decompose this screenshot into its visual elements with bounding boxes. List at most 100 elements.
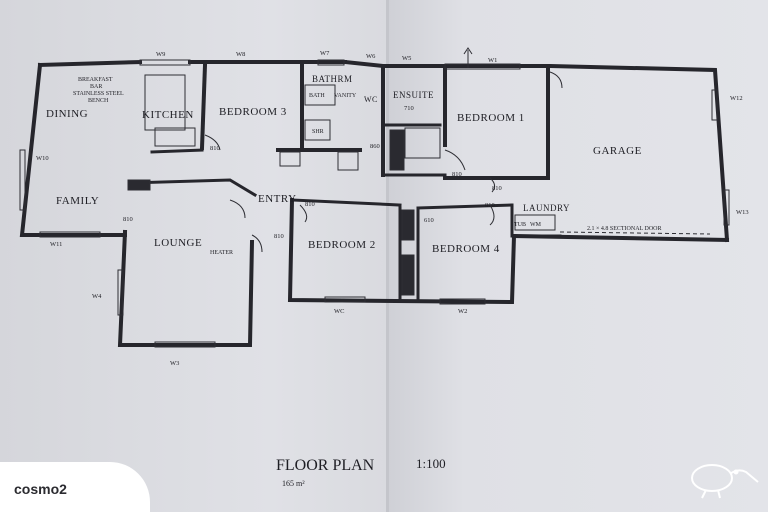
label-wc: WC bbox=[364, 95, 378, 104]
door-bed3 bbox=[204, 134, 221, 151]
window-w4 bbox=[117, 269, 124, 316]
kitchen-bench bbox=[144, 74, 186, 131]
note-wm: WM bbox=[530, 222, 542, 228]
walls bbox=[19, 59, 730, 347]
door-swings bbox=[204, 71, 563, 253]
label-bathroom: BATHRM bbox=[312, 74, 353, 84]
mark-w4: W4 bbox=[92, 293, 102, 300]
paper-fold-line bbox=[386, 0, 389, 512]
robe-bed2 bbox=[401, 209, 415, 241]
mark-w8: W8 bbox=[236, 51, 245, 58]
paper-right-page bbox=[388, 0, 768, 512]
wall-top-bed1-garage bbox=[381, 64, 730, 243]
window-w2 bbox=[439, 298, 486, 305]
mark-w6: W6 bbox=[366, 53, 376, 60]
robe-bed1 bbox=[389, 129, 405, 171]
window-bed1 bbox=[444, 63, 521, 70]
mark-door-robe: 610 bbox=[424, 217, 434, 224]
note-vanity: VANITY bbox=[334, 93, 357, 99]
mark-w7: W7 bbox=[320, 50, 330, 57]
window-w7 bbox=[317, 59, 345, 66]
door-front bbox=[251, 234, 263, 253]
window-w9 bbox=[139, 59, 191, 66]
mark-w13: W13 bbox=[736, 209, 749, 216]
garage-sectional-door-line bbox=[559, 231, 711, 235]
note-heater: HEATER bbox=[210, 250, 233, 256]
kitchen-island bbox=[154, 127, 196, 147]
mark-w1: W1 bbox=[488, 57, 497, 64]
plan-scale: 1:100 bbox=[416, 456, 446, 471]
note-bar: BAR bbox=[90, 84, 102, 90]
door-garage-access bbox=[489, 177, 496, 193]
plan-subtitle: 165 m² bbox=[282, 479, 305, 488]
mark-w3: W3 bbox=[170, 360, 179, 367]
note-bath: BATH bbox=[309, 93, 325, 99]
wall-bed2-north bbox=[290, 198, 402, 207]
mark-w2: W2 bbox=[458, 308, 467, 315]
label-bedroom-2: BEDROOM 2 bbox=[308, 239, 376, 251]
wall-top-dining bbox=[37, 59, 143, 68]
kiwi-bird-logo-icon bbox=[691, 464, 759, 499]
window-w12 bbox=[711, 89, 718, 121]
door-bed1 bbox=[444, 149, 466, 171]
label-bedroom-4: BEDROOM 4 bbox=[432, 243, 500, 255]
mark-door-garage: 810 bbox=[492, 185, 502, 192]
label-laundry: LAUNDRY bbox=[523, 203, 570, 213]
note-shower: SHR bbox=[312, 129, 324, 135]
note-sectional-door: 2.1 × 4.8 SECTIONAL DOOR bbox=[587, 226, 662, 232]
mark-door-ensuite: 710 bbox=[404, 105, 414, 112]
door-bed4 bbox=[489, 204, 495, 226]
mark-door-bed2: 810 bbox=[305, 201, 315, 208]
mark-w10: W10 bbox=[36, 155, 49, 162]
north-arrow bbox=[463, 47, 473, 68]
mark-w12: W12 bbox=[730, 95, 743, 102]
watermark-tab bbox=[0, 462, 150, 512]
wc-pan bbox=[337, 151, 359, 171]
door-bed2 bbox=[299, 204, 308, 223]
robe-bed4 bbox=[401, 254, 415, 296]
mark-door-lounge: 810 bbox=[123, 216, 133, 223]
mark-w5: W5 bbox=[402, 55, 411, 62]
plan-title: FLOOR PLAN bbox=[276, 457, 375, 474]
wall-laundry bbox=[510, 203, 562, 238]
mark-door-front: 810 bbox=[274, 233, 284, 240]
label-ensuite: ENSUITE bbox=[393, 90, 434, 100]
wall-bed1-south bbox=[443, 66, 550, 180]
label-lounge: LOUNGE bbox=[154, 237, 202, 249]
wall-kitchen-south bbox=[150, 148, 204, 154]
mark-door-bed4: 810 bbox=[485, 202, 495, 209]
label-entry: ENTRY bbox=[258, 193, 297, 205]
note-stainless-steel: STAINLESS STEEL bbox=[73, 91, 124, 97]
linen-cupboard bbox=[279, 151, 301, 167]
shower bbox=[304, 119, 331, 141]
label-garage: GARAGE bbox=[593, 145, 642, 157]
note-tub: TUB bbox=[514, 222, 526, 228]
mark-w11: W11 bbox=[50, 241, 62, 248]
wall-bed4-north bbox=[416, 203, 514, 210]
door-garage-side bbox=[549, 71, 563, 89]
label-kitchen: KITCHEN bbox=[142, 109, 194, 121]
window-w13 bbox=[723, 189, 730, 226]
note-breakfast: BREAKFAST bbox=[78, 77, 113, 83]
mark-door-bed1: 810 bbox=[452, 171, 462, 178]
mark-door-wc: 860 bbox=[370, 143, 380, 150]
label-family: FAMILY bbox=[56, 195, 99, 207]
watermark-text: cosmo2 bbox=[14, 481, 67, 497]
mark-door-bed3: 810 bbox=[210, 145, 220, 152]
wall-hall bbox=[128, 178, 258, 198]
ensuite-shower bbox=[404, 127, 441, 159]
window-wc-mark bbox=[324, 296, 366, 303]
mark-wc: WC bbox=[334, 308, 344, 315]
note-bench: BENCH bbox=[88, 98, 109, 104]
laundry-tub bbox=[514, 214, 556, 231]
window-w11 bbox=[39, 231, 101, 238]
label-dining: DINING bbox=[46, 108, 88, 120]
mark-w9: W9 bbox=[156, 51, 165, 58]
window-w10 bbox=[19, 149, 26, 211]
wall-bed3-west bbox=[199, 62, 208, 151]
label-bedroom-3: BEDROOM 3 bbox=[219, 106, 287, 118]
label-bedroom-1: BEDROOM 1 bbox=[457, 112, 525, 124]
window-w3 bbox=[154, 341, 216, 348]
heater-unit bbox=[127, 179, 151, 191]
